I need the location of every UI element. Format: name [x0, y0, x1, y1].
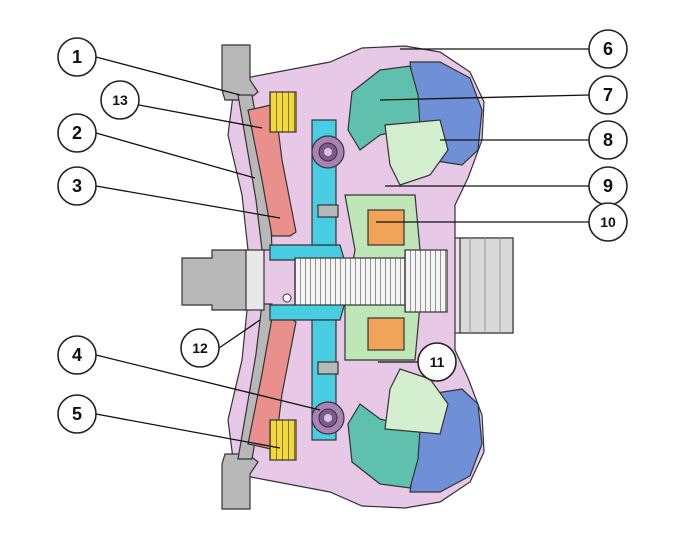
clutch-spring-upper — [269, 91, 297, 133]
one-way-clutch-upper — [367, 209, 405, 246]
clutch-spring-lower — [269, 419, 297, 461]
turbine-hub-splines — [294, 257, 406, 306]
callout-9: 9 — [588, 166, 628, 206]
rivet-upper — [317, 204, 339, 218]
callout-10: 10 — [588, 202, 628, 242]
callout-label: 7 — [603, 85, 613, 105]
one-way-clutch-lower — [367, 317, 405, 351]
callout-5: 5 — [57, 394, 97, 434]
callout-2: 2 — [57, 113, 97, 153]
callout-label: 10 — [600, 214, 616, 230]
pilot-hub — [181, 249, 251, 311]
mounting-flange — [221, 44, 273, 510]
callout-label: 9 — [603, 176, 613, 196]
callout-label: 5 — [72, 404, 82, 424]
callout-label: 8 — [603, 130, 613, 150]
callout-7: 7 — [588, 75, 628, 115]
callout-12: 12 — [180, 328, 220, 368]
output-splines — [404, 249, 448, 313]
callout-8: 8 — [588, 120, 628, 160]
callout-11: 11 — [417, 342, 457, 382]
callout-label: 11 — [430, 354, 445, 370]
pilot-bushing — [245, 249, 265, 311]
callout-4: 4 — [57, 335, 97, 375]
stator-upper — [384, 119, 449, 186]
callout-label: 13 — [112, 92, 128, 108]
callout-label: 6 — [603, 39, 613, 59]
callout-label: 12 — [192, 340, 208, 356]
callout-label: 1 — [72, 47, 82, 67]
hub-bolt-icon — [282, 293, 292, 303]
rivet-lower — [317, 361, 339, 375]
callout-label: 2 — [72, 123, 82, 143]
callout-6: 6 — [588, 29, 628, 69]
leader-lines — [95, 48, 590, 449]
callout-label: 4 — [72, 345, 82, 365]
callout-label: 3 — [72, 176, 82, 196]
callout-1: 1 — [57, 37, 97, 77]
damper-spring-lower — [311, 401, 345, 435]
callout-13: 13 — [100, 80, 140, 120]
damper-spring-upper — [311, 135, 345, 169]
callout-3: 3 — [57, 166, 97, 206]
